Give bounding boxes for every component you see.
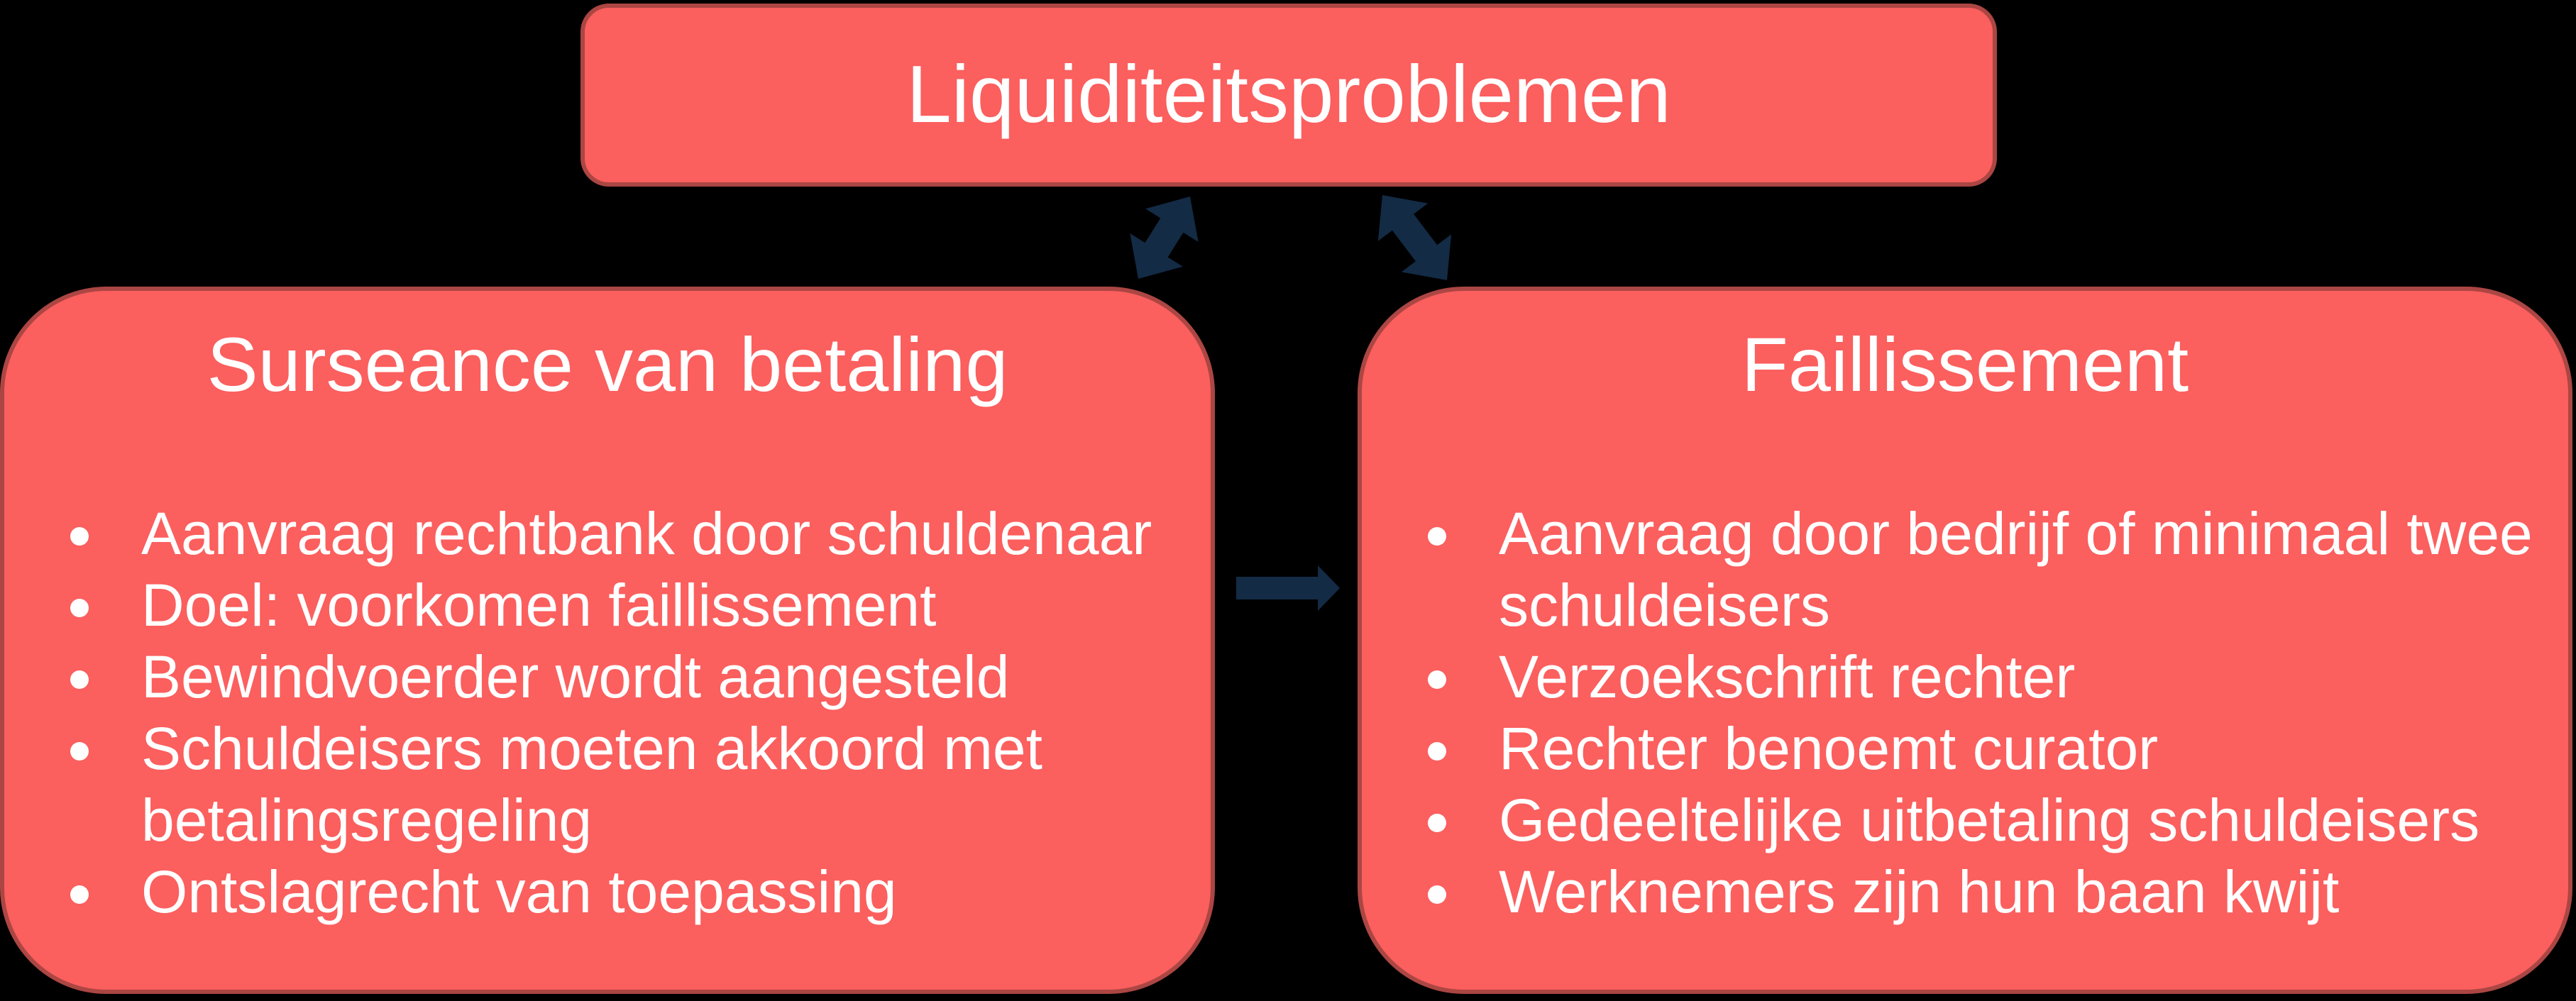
box-faillissement: Faillissement Aanvraag door bedrijf of m… [1358,287,2572,994]
right-bullet-list: Aanvraag door bedrijf of minimaal twee s… [1428,498,2538,928]
bullet-item: Werknemers zijn hun baan kwijt [1428,856,2538,928]
bullet-item: Aanvraag rechtbank door schuldenaar [70,498,1181,570]
top-box-title: Liquiditeitsproblemen [906,50,1671,140]
right-box-title: Faillissement [1741,321,2189,407]
box-liquiditeitsproblemen: Liquiditeitsproblemen [580,4,1997,187]
left-box-title: Surseance van betaling [207,321,1008,407]
bullet-item: Bewindvoerder wordt aangesteld [70,641,1181,713]
double-arrow-top-right-icon [1377,195,1452,280]
box-surseance-van-betaling: Surseance van betaling Aanvraag rechtban… [0,287,1215,994]
bullet-item: Schuldeisers moeten akkoord met betaling… [70,713,1181,856]
bullet-item: Verzoekschrift rechter [1428,641,2538,713]
bullet-item: Gedeeltelijke uitbetaling schuldeisers [1428,785,2538,856]
bullet-item: Aanvraag door bedrijf of minimaal twee s… [1428,498,2538,641]
bullet-item: Rechter benoemt curator [1428,713,2538,785]
bullet-item: Ontslagrecht van toepassing [70,856,1181,928]
double-arrow-top-left-icon [1130,197,1199,279]
arrow-right-icon [1236,565,1340,611]
bullet-item: Doel: voorkomen faillissement [70,570,1181,641]
